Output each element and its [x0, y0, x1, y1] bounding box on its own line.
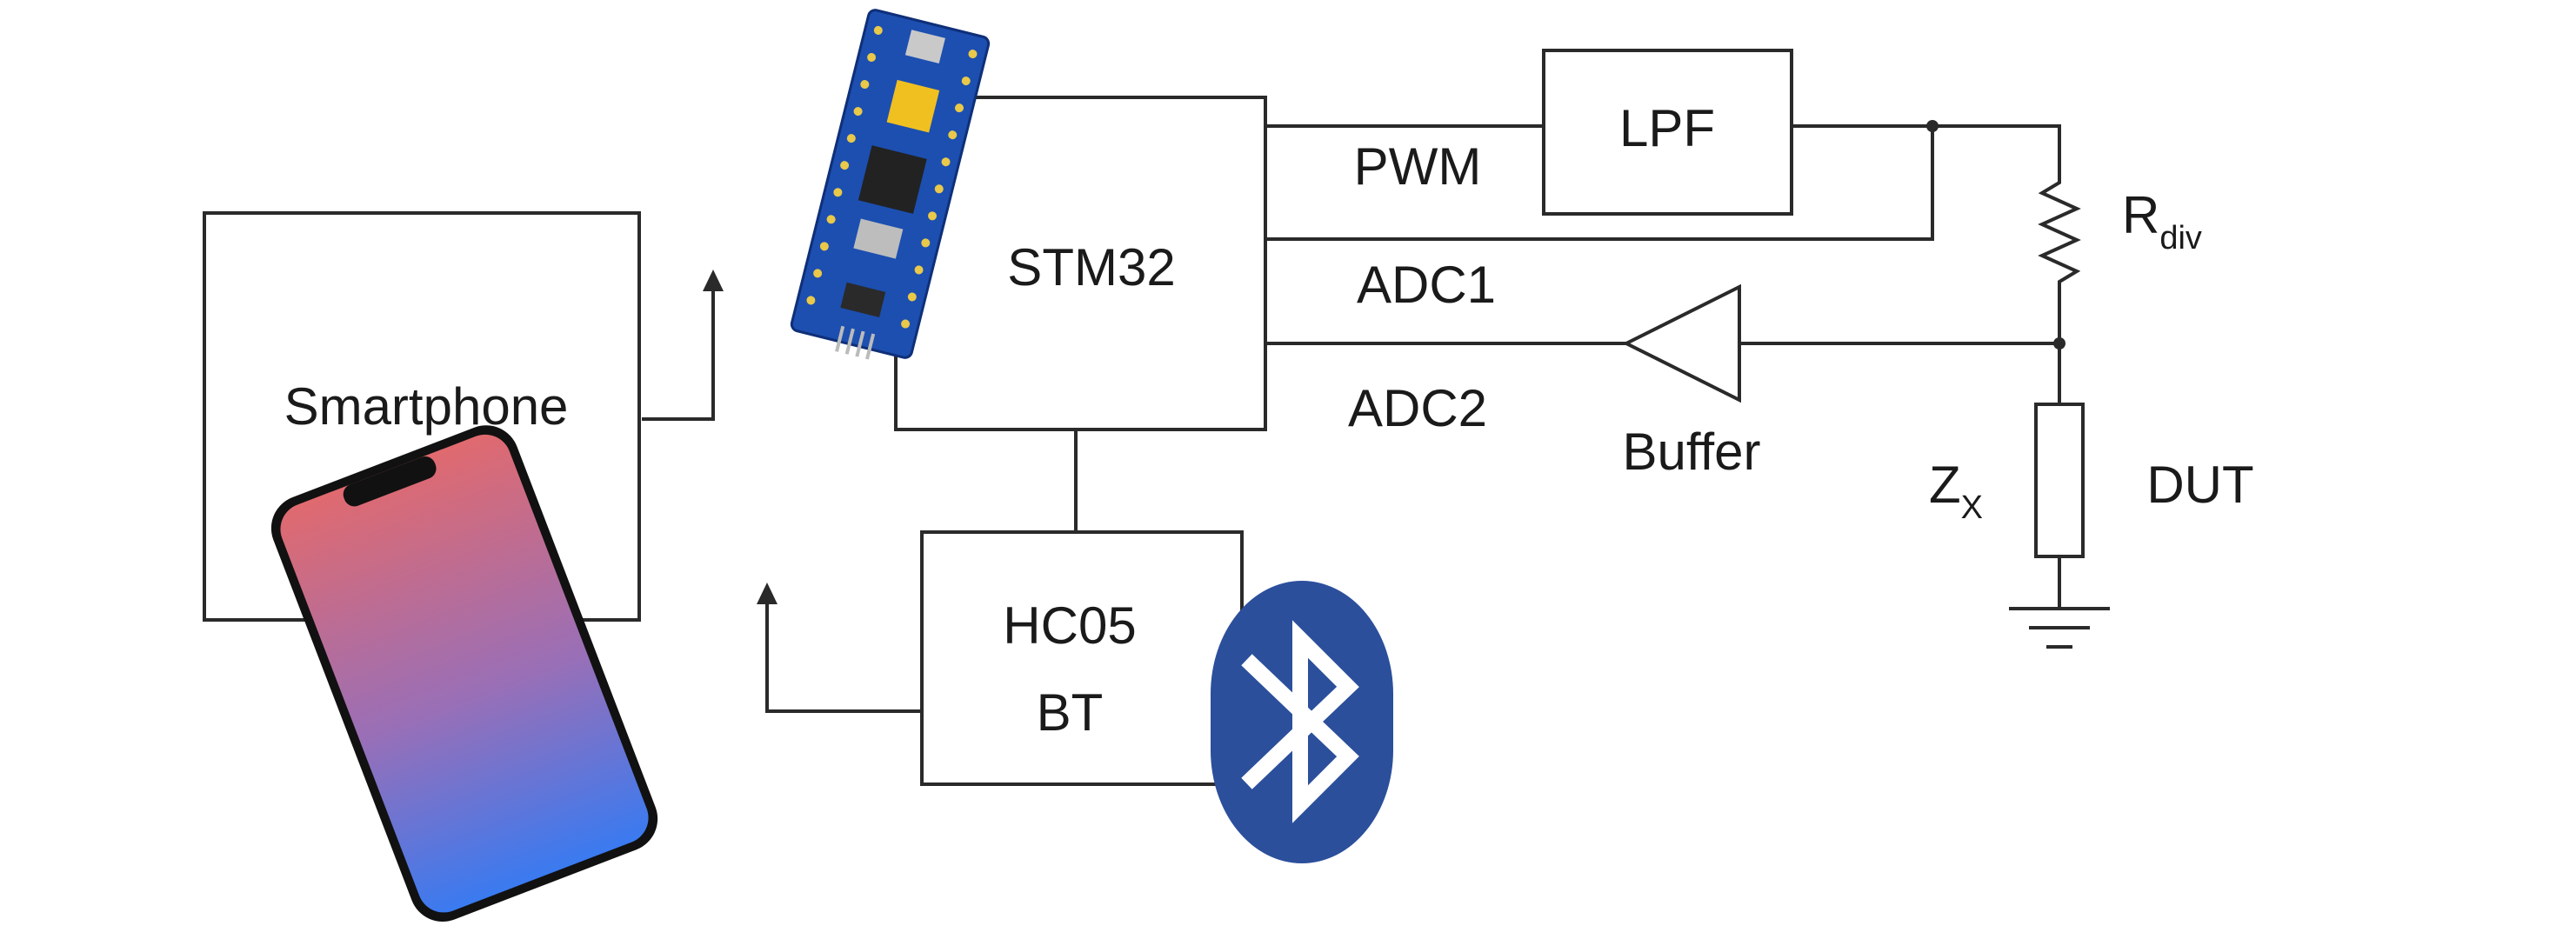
hc05-label-line2: BT [1037, 683, 1104, 742]
dut-component [2034, 403, 2085, 558]
buffer-triangle [1622, 283, 1741, 403]
ground-icon [2009, 607, 2110, 649]
smartphone-label: Smartphone [284, 377, 569, 436]
lpf-label: LPF [1619, 99, 1715, 157]
dut-label: DUT [2146, 456, 2253, 514]
smartphone-to-stm32-arrow [642, 287, 715, 421]
stm32-board-image [790, 9, 991, 360]
adc1-wire [1265, 126, 1934, 241]
rdiv-main: R [2122, 186, 2159, 244]
rdiv-sub: div [2159, 220, 2202, 256]
hc05-label-line1: HC05 [1003, 596, 1136, 655]
lpf-output-wire [1792, 124, 2061, 170]
stm32-label: STM32 [1007, 238, 1175, 296]
zx-label: ZX [1929, 456, 1983, 526]
adc2-label: ADC2 [1348, 379, 1487, 437]
adc1-label: ADC1 [1357, 256, 1496, 314]
buffer-label: Buffer [1623, 423, 1761, 481]
rdiv-label: Rdiv [2122, 186, 2202, 256]
zx-main: Z [1929, 456, 1961, 514]
lpf-block [1542, 49, 1793, 216]
rdiv-resistor [2038, 170, 2081, 343]
bluetooth-icon [1211, 581, 1393, 863]
up-arrowhead-2 [757, 583, 777, 604]
smartphone-photo-icon [270, 425, 658, 922]
pwm-label: PWM [1354, 137, 1482, 196]
zx-sub: X [1961, 489, 1983, 526]
hc05-to-phone-arrow [765, 600, 922, 713]
up-arrowhead-1 [703, 270, 724, 291]
hc05-block [920, 530, 1244, 786]
